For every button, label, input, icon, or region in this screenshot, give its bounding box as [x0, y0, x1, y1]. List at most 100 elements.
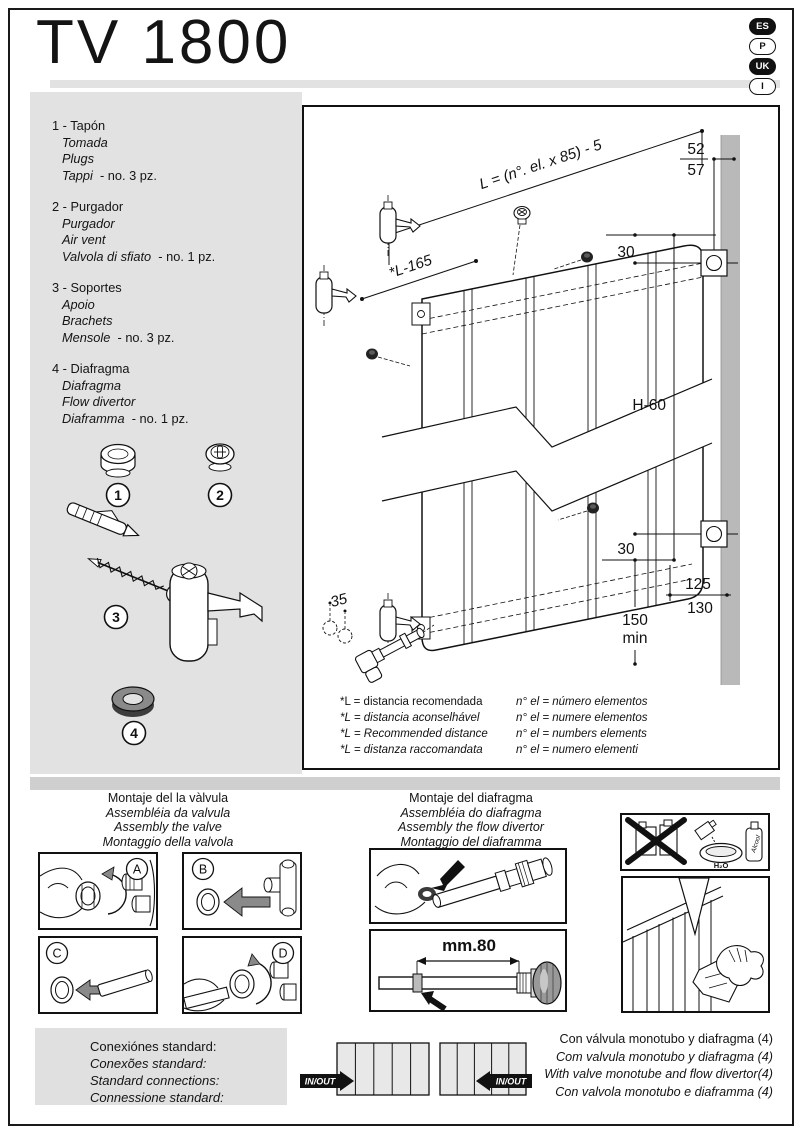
radiator-left-icon: [336, 1042, 430, 1096]
callout-2-label: 2: [216, 487, 224, 503]
monotube-es: Con válvula monotubo y diafragma (4): [559, 1032, 773, 1046]
part-item-2: 2 - Purgador Purgador Air vent Valvola d…: [52, 199, 292, 265]
hand-icon: [716, 945, 764, 987]
diaphragm-depth-panel: mm.80: [369, 929, 567, 1012]
language-badges: ES P UK I: [749, 18, 776, 95]
wall: [721, 135, 740, 685]
language-badge-es: ES: [749, 18, 776, 35]
step-d-label: D: [278, 947, 287, 961]
step-c-label: C: [52, 947, 61, 961]
parts-list: 1 - Tapón Tomada Plugs Tappi - no. 3 pz.…: [30, 92, 302, 427]
plug-marker-icon: [366, 348, 411, 367]
water-bowl-icon: [699, 842, 743, 864]
dim-150-label: 150: [622, 612, 648, 629]
part-translation: Flow divertor: [62, 394, 136, 409]
plug-icon: [100, 443, 136, 478]
insert-arrow-icon: [75, 979, 103, 1001]
page-border: [8, 8, 794, 1126]
diaphragm-header-it: Montaggio del diaframma: [400, 834, 542, 849]
pointer-tail: [678, 878, 710, 937]
no-solvents-panel: H₂O Alcool: [620, 813, 770, 871]
dim-30-top-label: 30: [617, 244, 635, 261]
part-qty: - no. 1 pz.: [131, 410, 189, 426]
diagram-footnotes: *L = distancia recomendada n° el = númer…: [340, 696, 648, 756]
pouring-can-icon: [694, 819, 717, 841]
callout-1-label: 1: [114, 487, 122, 503]
air-vent-icon: [205, 443, 235, 472]
nut-icon: [196, 888, 220, 916]
dim-30-bottom: 30: [602, 532, 738, 562]
step-a-badge: [125, 857, 149, 881]
plug-marker-icon: [553, 251, 593, 270]
connections-pt: Conexões standard:: [90, 1056, 207, 1071]
valve-header-pt: Assembléia da valvula: [105, 805, 231, 820]
standard-connections-box: Conexiónes standard: Conexões standard: …: [35, 1028, 287, 1105]
footnote-l4: *L = distanza raccomandata: [340, 744, 483, 756]
part-name: 4 - Diafragma: [52, 361, 130, 376]
step-b-label: B: [199, 863, 207, 877]
valve-section-header: Montaje del la vàlvula Assembléia da val…: [48, 791, 288, 849]
footnote-r2: n° el = numere elementos: [516, 712, 648, 724]
mm80-label: mm.80: [442, 936, 496, 955]
footnote-r1: n° el = número elementos: [516, 696, 648, 708]
diaphragm-header-es: Montaje del diafragma: [409, 791, 533, 805]
insert-arrow-icon: [223, 887, 271, 917]
footnote-l3: *L = Recommended distance: [340, 728, 488, 740]
tube-icon: [378, 976, 518, 990]
air-vent-marker-icon: [512, 205, 531, 276]
radiator-right-icon: [439, 1042, 527, 1096]
bracket-large-icon: [169, 562, 263, 662]
part-qty: - no. 3 pz.: [117, 329, 175, 345]
plug-marker-icon: [557, 502, 599, 521]
rotate-arrow-icon: [255, 963, 272, 1005]
part-translation: Apoio: [62, 296, 95, 312]
step-a-label: A: [133, 863, 142, 877]
dim-30-bottom-label: 30: [617, 541, 635, 558]
monotube-it: Con valvola monotubo e diaframma (4): [555, 1084, 773, 1099]
fitting-icon: [263, 859, 297, 917]
connections-es: Conexiónes standard:: [90, 1039, 217, 1054]
parts-list-panel: 1 - Tapón Tomada Plugs Tappi - no. 3 pz.…: [30, 92, 302, 774]
dim-130-label: 130: [687, 600, 713, 617]
valve-body-icon: [516, 961, 562, 1005]
callout-2: [207, 482, 233, 508]
part-translation: Valvola di sfiato: [62, 248, 152, 264]
diaphragm-section-header: Montaje del diafragma Assembléia do diaf…: [351, 791, 591, 849]
part-qty: - no. 1 pz.: [158, 248, 216, 264]
cross-out-icon: [625, 817, 687, 865]
callout-1: [105, 482, 131, 508]
part-item-1: 1 - Tapón Tomada Plugs Tappi - no. 3 pz.: [52, 118, 292, 184]
monotube-en: With valve monotube and flow divertor(4): [544, 1067, 773, 1081]
part-qty-line: Valvola di sfiato - no. 1 pz.: [52, 249, 292, 266]
dim-125-label: 125: [685, 576, 711, 593]
language-badge-uk: UK: [749, 58, 776, 75]
part-translation: Diafragma: [62, 377, 122, 393]
dim-h60: H-60: [632, 233, 676, 562]
part-translation: Mensole: [62, 329, 111, 345]
part-translation: Brachets: [62, 313, 113, 328]
point-arrow-icon: [431, 860, 465, 891]
diaphragm-header-pt: Assembléia do diafragma: [400, 805, 542, 820]
wall-bracket-bottom: [700, 520, 728, 548]
installation-diagram: L = (n°. el. x 85) - 5 *L-165: [315, 129, 740, 756]
monotube-note: Con válvula monotubo y diafragma (4) Com…: [503, 1031, 773, 1101]
part-translation: Plugs: [62, 151, 95, 166]
wipe-radiator-panel: [621, 876, 770, 1013]
hand-icon: [376, 863, 420, 877]
part-translation: Diaframma: [62, 410, 125, 426]
part-translation: Air vent: [62, 232, 106, 247]
inout-right-tag: IN/OUT: [476, 1071, 532, 1091]
part-item-4: 4 - Diafragma Diafragma Flow divertor Di…: [52, 361, 292, 427]
step-d-badge: [271, 941, 295, 965]
callout-3: [103, 604, 129, 630]
valve-tube-icon: [432, 857, 553, 908]
wall-anchor-icon: [66, 502, 140, 537]
bracket-icon: [379, 194, 421, 258]
part-qty-line: Mensole - no. 3 pz.: [52, 330, 292, 347]
dim-52-57: 52 57: [680, 141, 736, 250]
part-qty-line: Tappi - no. 3 pz.: [52, 168, 292, 185]
inout-left-label: IN/OUT: [305, 1077, 337, 1087]
dim-125-130: 125 130: [666, 565, 731, 617]
part-qty: - no. 3 pz.: [99, 167, 157, 183]
